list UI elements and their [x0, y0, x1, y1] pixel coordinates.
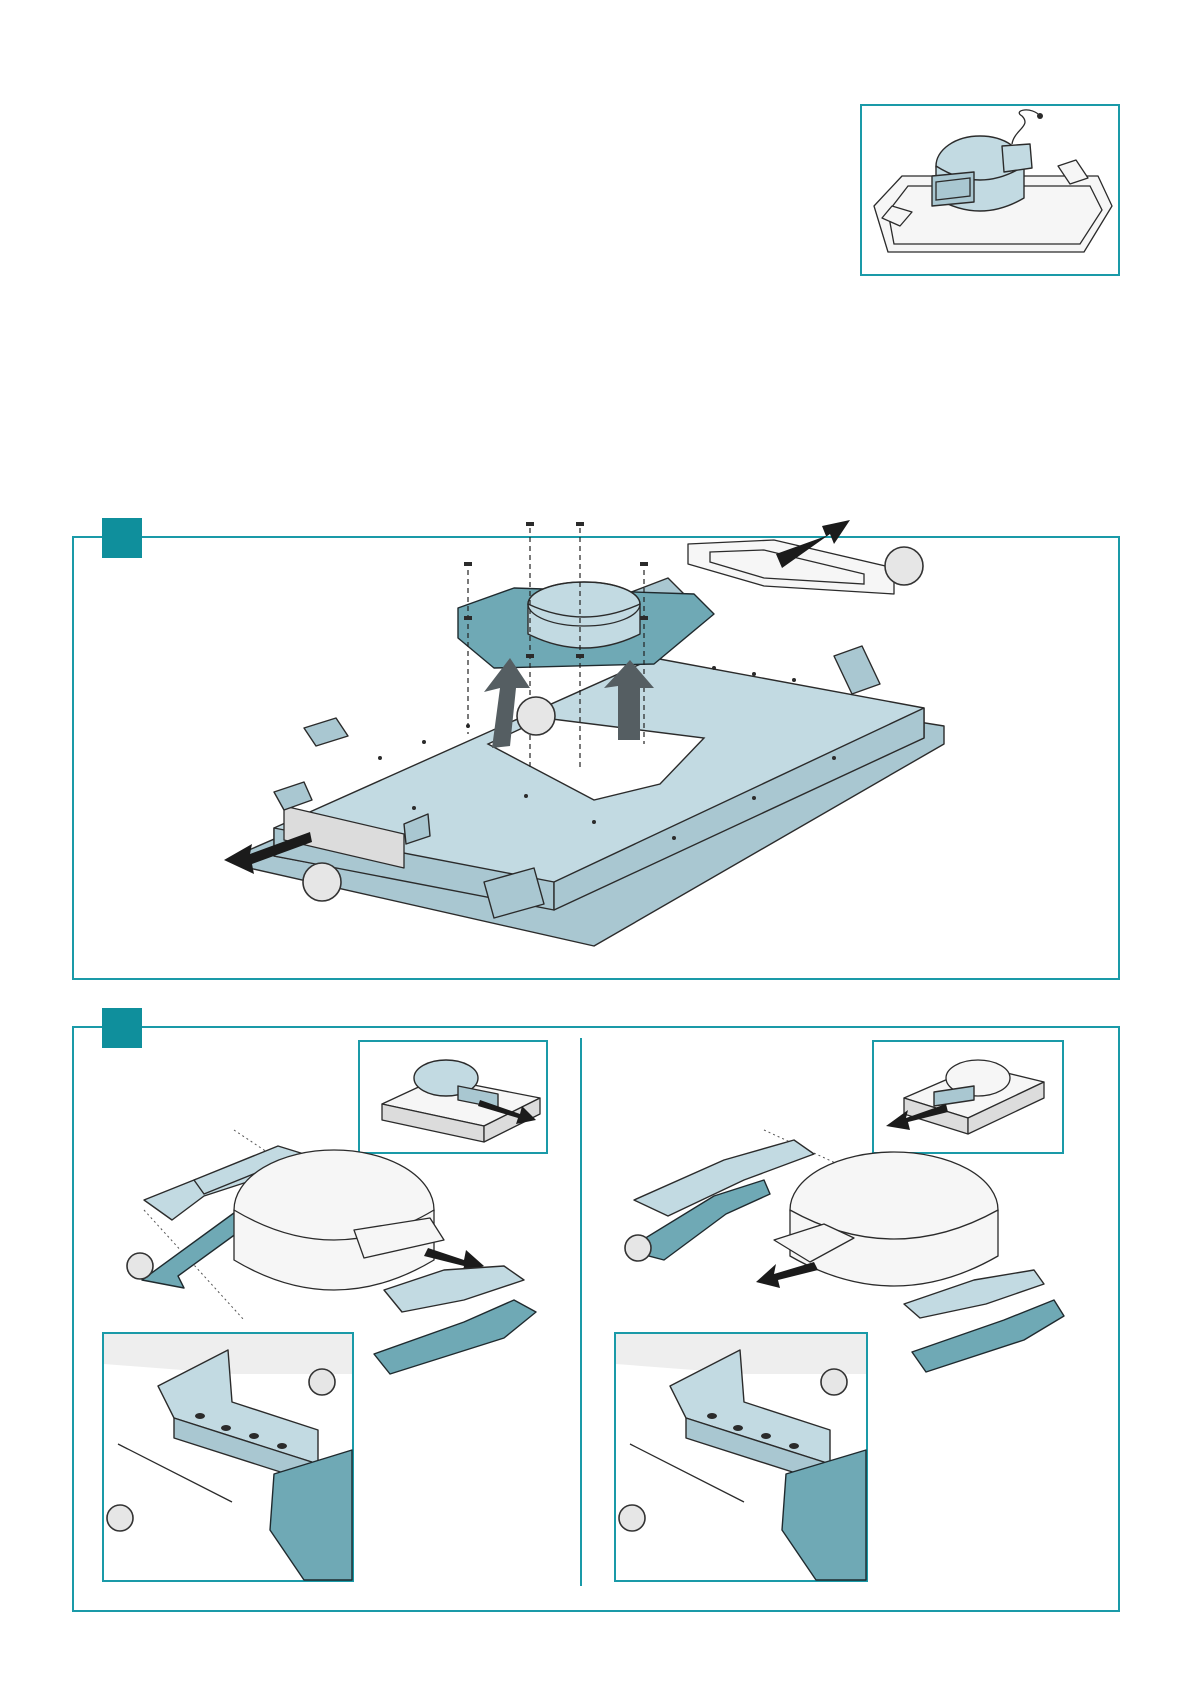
- step-2-badge: [102, 1008, 142, 1048]
- callout-2: [517, 697, 555, 735]
- bracket-detail-right-illustration: [616, 1334, 866, 1580]
- step-2-frame: [72, 1026, 1120, 1612]
- step-1-frame: [72, 536, 1120, 980]
- hob-plate-removal-illustration: [74, 538, 1118, 978]
- callout-right-a: [625, 1235, 651, 1261]
- thumbnail-frame: [860, 104, 1120, 276]
- callout-1: [885, 547, 923, 585]
- callout-left-a: [127, 1253, 153, 1279]
- bracket-detail-left-illustration: [104, 1334, 352, 1580]
- callout-left-c: [107, 1505, 133, 1531]
- motor-unit-thumbnail-illustration: [862, 106, 1118, 274]
- callout-left-b: [309, 1369, 335, 1395]
- callout-3: [303, 863, 341, 901]
- inset-right-detail: [614, 1332, 868, 1582]
- inset-left-detail: [102, 1332, 354, 1582]
- callout-right-c: [619, 1505, 645, 1531]
- callout-right-b: [821, 1369, 847, 1395]
